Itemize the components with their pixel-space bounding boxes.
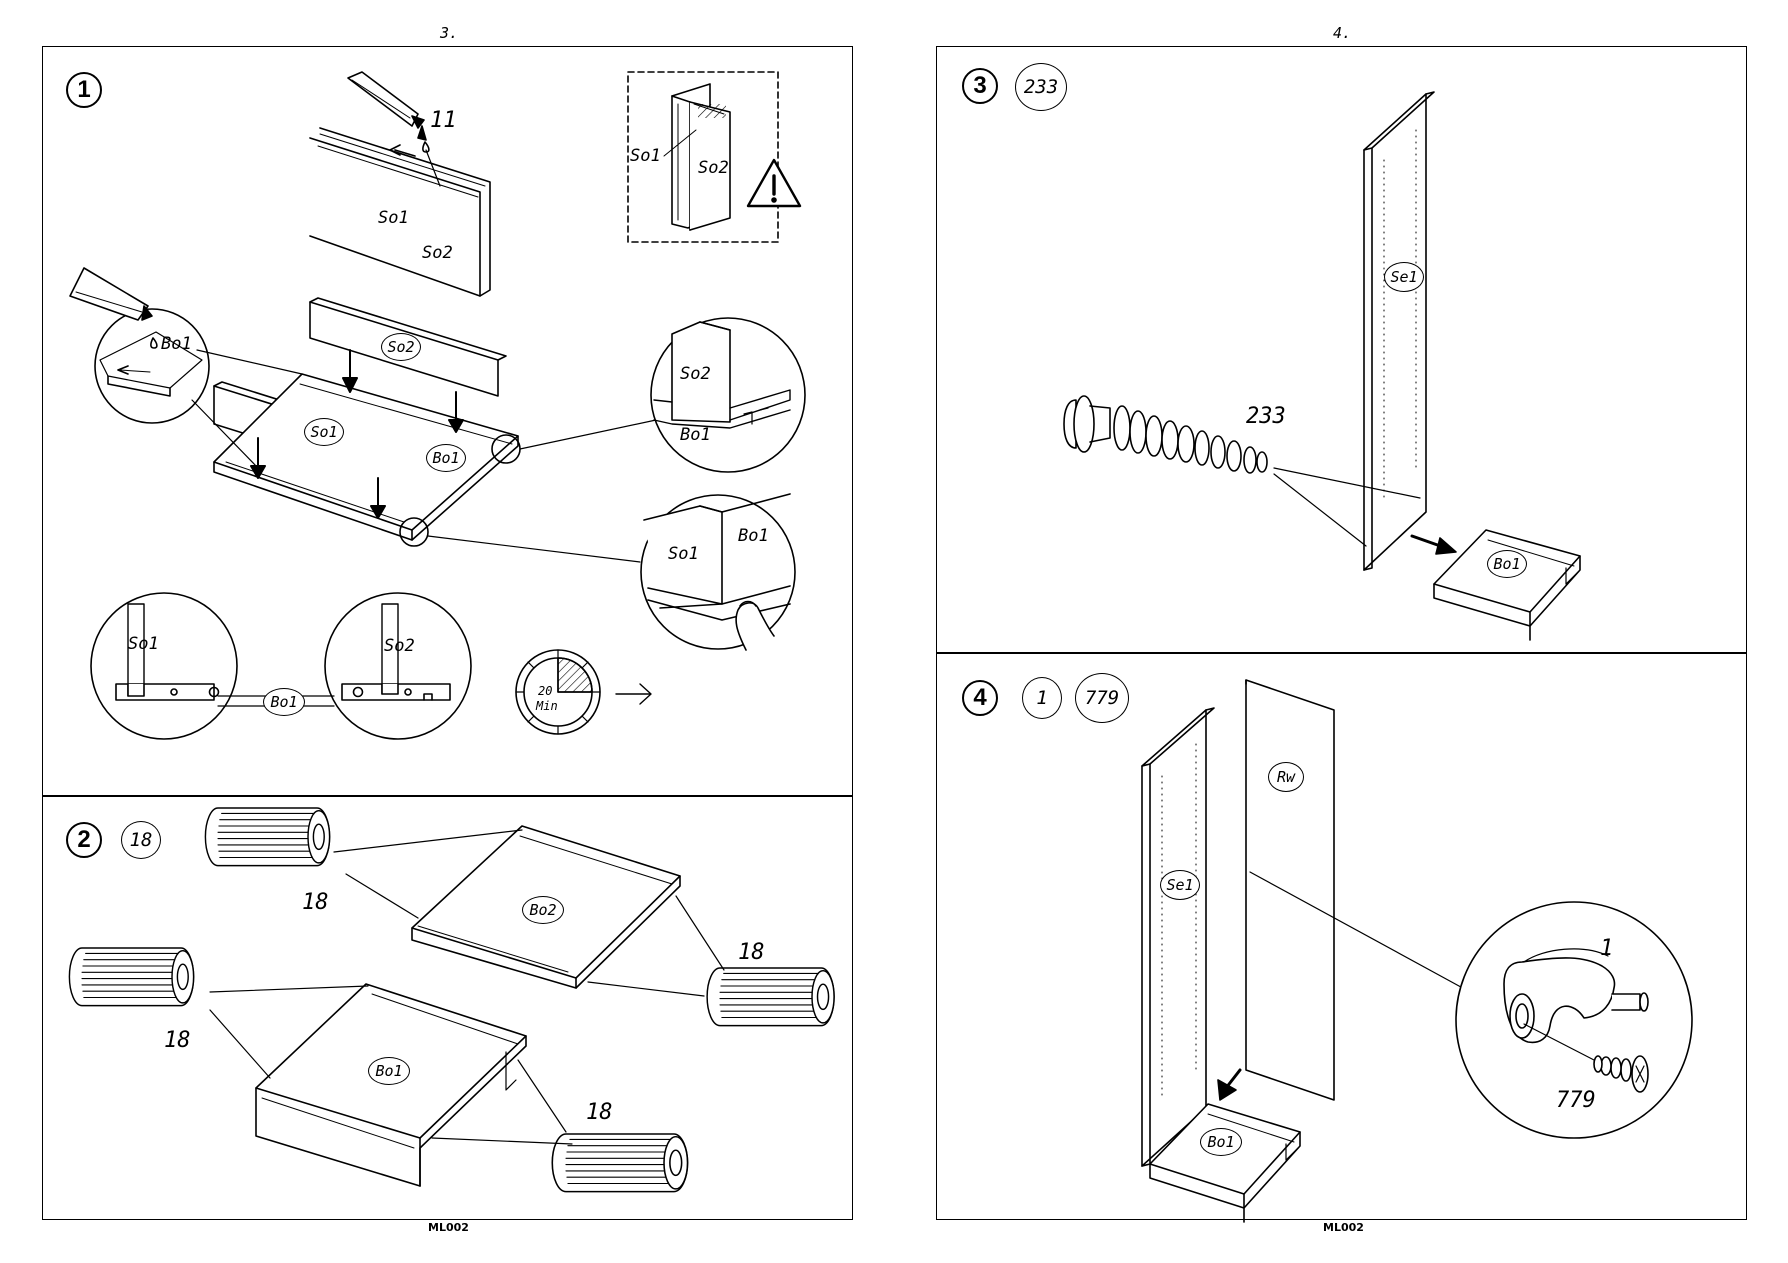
tag-bo1-profile: Bo1 xyxy=(263,688,305,716)
inset-label-so1: So1 xyxy=(630,146,661,166)
step-number-2: 2 xyxy=(66,822,102,858)
footer-code-left: ML002 xyxy=(428,1221,469,1234)
label-so2-detail: So2 xyxy=(680,364,711,384)
part-1-label: 1 xyxy=(1600,936,1614,961)
label-bo1-detail-2: Bo1 xyxy=(680,425,711,445)
tag-se1: Se1 xyxy=(1384,262,1424,292)
timer-value: 20 xyxy=(538,684,553,698)
page-number-right: 4. xyxy=(1333,24,1352,42)
step-number-4: 4 xyxy=(962,680,998,716)
dowel-label-4: 18 xyxy=(586,1100,613,1125)
dowel-label-3: 18 xyxy=(164,1028,191,1053)
label-so2-top: So2 xyxy=(422,243,453,263)
label-so1-profile: So1 xyxy=(128,634,159,654)
label-bo1-detail: Bo1 xyxy=(161,334,192,354)
tag-bo1: Bo1 xyxy=(426,444,466,472)
glue-tube-icon xyxy=(69,267,153,321)
step-2-part-ref: 18 xyxy=(121,821,161,859)
right-page-divider xyxy=(936,652,1747,654)
dowel-label-1: 18 xyxy=(302,890,329,915)
glue-quantity-label: 11 xyxy=(430,108,457,133)
step-4-part-ref-2: 779 xyxy=(1075,673,1129,723)
finger-press-icon xyxy=(735,600,775,651)
timer-unit: Min xyxy=(536,699,558,713)
page-number-left: 3. xyxy=(440,24,459,42)
tag-se1-step4: Se1 xyxy=(1160,870,1200,900)
step-number-3: 3 xyxy=(962,68,998,104)
tag-bo2: Bo2 xyxy=(522,896,564,924)
inset-label-so2: So2 xyxy=(698,158,729,178)
glue-tube-icon xyxy=(347,71,430,153)
warning-triangle-icon xyxy=(746,158,802,208)
left-page-divider xyxy=(42,795,853,797)
tag-so1: So1 xyxy=(304,418,344,446)
right-page-frame xyxy=(936,46,1747,1220)
arrow-right-icon xyxy=(615,683,652,705)
label-bo1-detail-3: Bo1 xyxy=(738,526,769,546)
step-number-1: 1 xyxy=(66,72,102,108)
screw-233-label: 233 xyxy=(1246,404,1286,429)
label-so1-detail: So1 xyxy=(668,544,699,564)
label-so2-profile: So2 xyxy=(384,636,415,656)
timer-icon xyxy=(515,649,601,735)
tag-so2: So2 xyxy=(381,333,421,361)
part-779-label: 779 xyxy=(1556,1088,1596,1113)
tag-bo1-step2: Bo1 xyxy=(368,1057,410,1085)
tag-bo1-step4: Bo1 xyxy=(1200,1128,1242,1156)
tag-bo1-step3: Bo1 xyxy=(1487,550,1527,578)
footer-code-right: ML002 xyxy=(1323,1221,1364,1234)
tag-rw: Rw xyxy=(1268,762,1304,792)
step-4-part-ref-1: 1 xyxy=(1022,677,1062,719)
label-so1-top: So1 xyxy=(378,208,409,228)
dowel-label-2: 18 xyxy=(738,940,765,965)
step-3-part-ref: 233 xyxy=(1015,63,1067,111)
left-page-frame xyxy=(42,46,853,1220)
